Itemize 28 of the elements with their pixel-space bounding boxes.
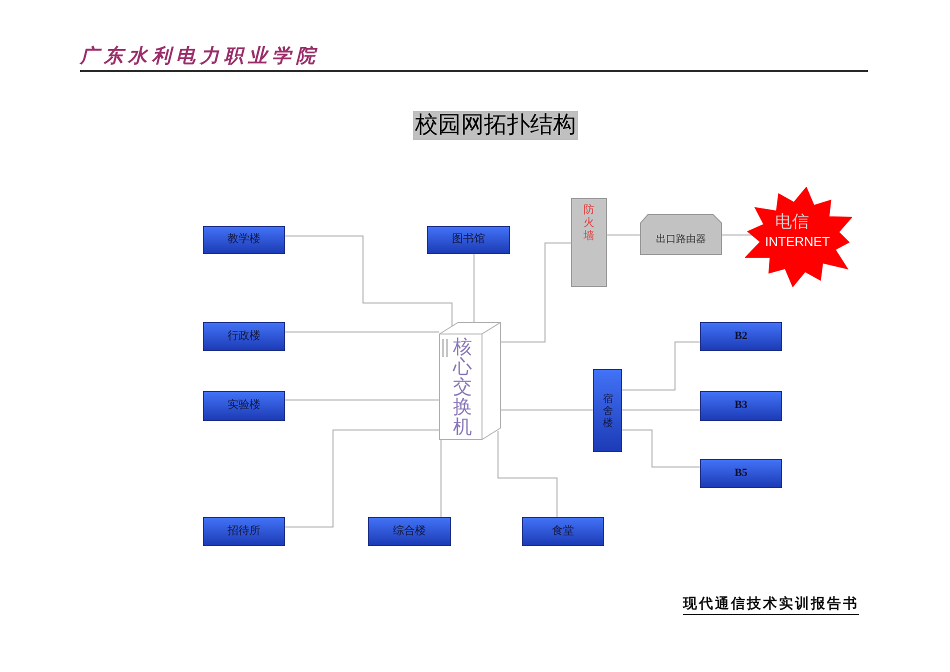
star-label: INTERNET [765, 234, 830, 249]
router-box: 出口路由器 [640, 214, 722, 255]
report-title: 现代通信技术实训报告书 [683, 597, 859, 615]
connector-line [622, 342, 700, 390]
star-label: 电信 [775, 212, 809, 231]
connector-line [284, 430, 440, 528]
connector-line [440, 438, 442, 518]
firewall-box: 防火墙 [571, 198, 607, 287]
connector-line [722, 234, 752, 236]
building-box: 宿舍楼 [593, 369, 622, 452]
building-box: B3 [700, 391, 782, 421]
connector-line [622, 430, 700, 468]
building-box: 实验楼 [203, 391, 285, 421]
building-box: 行政楼 [203, 322, 285, 351]
building-box: 食堂 [522, 517, 604, 546]
building-box: 招待所 [203, 517, 285, 546]
switch-cabinet [439, 322, 501, 440]
school-name: 广东水利电力职业学院 [80, 46, 320, 68]
connector-line [500, 242, 572, 342]
building-box: 综合楼 [368, 517, 451, 546]
connector-line [606, 234, 640, 236]
building-box: B5 [700, 459, 782, 488]
starburst [745, 187, 852, 287]
diagram-title: 校园网拓扑结构 [413, 111, 578, 140]
building-box: 教学楼 [203, 226, 285, 254]
building-box: 图书馆 [427, 226, 510, 254]
building-box: B2 [700, 322, 782, 351]
switch-label: 核心交换机 [452, 337, 473, 437]
